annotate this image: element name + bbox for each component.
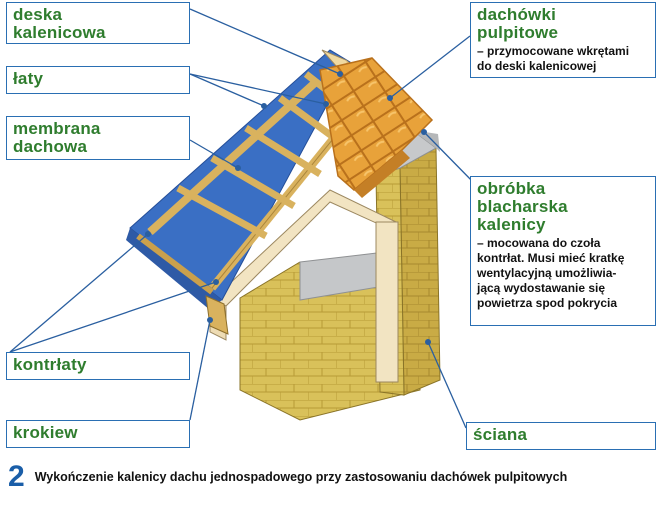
label-laty: łaty <box>6 66 190 94</box>
label-obrobka-desc: – mocowana do czoła kontrłat. Musi mieć … <box>477 236 625 310</box>
label-dachowki-pulpitowe: dachówki pulpitowe – przymocowane wkręta… <box>470 2 656 78</box>
label-membrana-dachowa: membrana dachowa <box>6 116 190 160</box>
battens <box>136 71 355 295</box>
label-sciana: ściana <box>466 422 656 450</box>
leader-dots <box>145 71 431 345</box>
pent-tiles <box>319 57 434 198</box>
figure-number: 2 <box>8 460 25 493</box>
label-obrobka-title: obróbka blacharska kalenicy <box>477 179 568 234</box>
label-kontrlaty: kontrłaty <box>6 352 190 380</box>
label-deska-kalenicowa-title: deska kalenicowa <box>13 5 106 42</box>
label-laty-title: łaty <box>13 69 44 88</box>
label-krokiew: krokiew <box>6 420 190 448</box>
label-deska-kalenicowa: deska kalenicowa <box>6 2 190 44</box>
label-dachowki-title: dachówki pulpitowe <box>477 5 559 42</box>
label-membrana-title: membrana dachowa <box>13 119 101 156</box>
label-kontrlaty-title: kontrłaty <box>13 355 87 374</box>
label-obrobka-blacharska: obróbka blacharska kalenicy – mocowana d… <box>470 176 656 326</box>
rafter <box>205 295 229 335</box>
figure-caption: 2 Wykończenie kalenicy dachu jednospadow… <box>8 460 658 494</box>
figure-caption-text: Wykończenie kalenicy dachu jednospadoweg… <box>34 470 568 484</box>
label-sciana-title: ściana <box>473 425 528 444</box>
leader-lines <box>9 8 477 429</box>
label-dachowki-desc: – przymocowane wkrętami do deski kalenic… <box>477 44 630 73</box>
label-krokiew-title: krokiew <box>13 423 78 442</box>
